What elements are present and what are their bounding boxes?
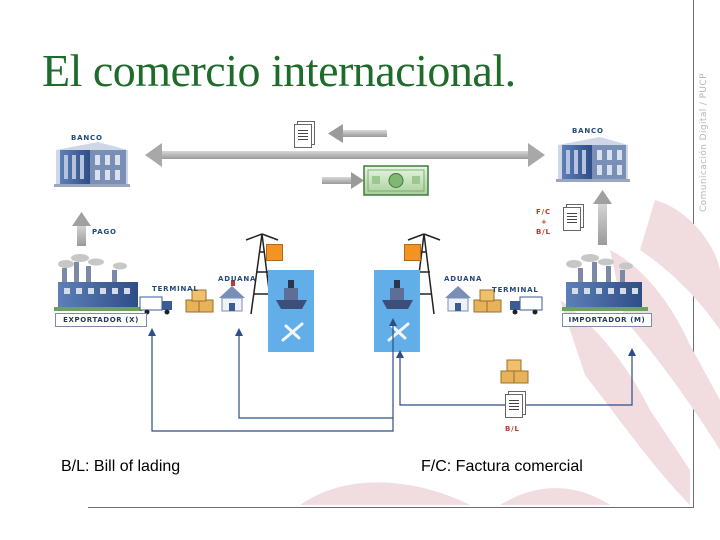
legend-fc: F/C: Factura comercial <box>421 458 583 475</box>
legend-bl: B/L: Bill of lading <box>61 458 181 475</box>
cargo-boxes-right-icon <box>473 289 502 313</box>
bl-right-label: B/L <box>536 228 551 236</box>
bank-left-icon <box>54 142 130 187</box>
airplane-left-icon <box>281 322 304 342</box>
frame-bottom-line <box>88 507 694 508</box>
banknote-icon <box>363 165 429 196</box>
terminal-left-label: TERMINAL <box>152 285 199 293</box>
ship-left-icon <box>276 280 307 309</box>
factory-right-icon <box>562 254 648 311</box>
importador-label: IMPORTADOR (M) <box>562 313 652 327</box>
documents-icon-bottom <box>505 394 523 418</box>
page-title: El comercio internacional. <box>42 45 516 96</box>
ship-right-icon <box>382 280 413 309</box>
customs-house-left-icon <box>219 280 245 312</box>
documents-icon-top <box>294 124 312 148</box>
exportador-label: EXPORTADOR (X) <box>55 313 147 327</box>
pago-label: PAGO <box>92 228 117 236</box>
bl-bottom-label: B/L <box>505 425 520 433</box>
orange-marker-right <box>404 244 421 261</box>
bank-right-icon <box>556 137 630 182</box>
flow-arrowheads <box>148 318 636 358</box>
aduana-right-label: ADUANA <box>444 275 483 283</box>
bank-left-label: BANCO <box>71 134 103 142</box>
airplane-right-icon <box>387 322 410 342</box>
cargo-boxes-left-icon <box>185 289 214 313</box>
orange-marker-left <box>266 244 283 261</box>
truck-right-icon <box>510 296 543 315</box>
factory-left-icon <box>54 254 142 311</box>
plus-label: + <box>541 218 548 226</box>
cargo-boxes-bottom-icon <box>500 359 529 384</box>
customs-house-right-icon <box>445 286 471 312</box>
terminal-right-label: TERMINAL <box>492 286 539 294</box>
documents-icon-right <box>563 207 581 231</box>
payment-double-arrow <box>145 143 545 167</box>
fc-label: F/C <box>536 208 551 216</box>
documents-arrow-left <box>328 124 387 143</box>
truck-left-icon <box>139 296 172 315</box>
pago-up-arrow <box>72 212 91 246</box>
documents-up-arrow <box>593 190 612 245</box>
money-arrow-right <box>322 172 364 189</box>
bank-right-label: BANCO <box>572 127 604 135</box>
aduana-left-label: ADUANA <box>218 275 257 283</box>
